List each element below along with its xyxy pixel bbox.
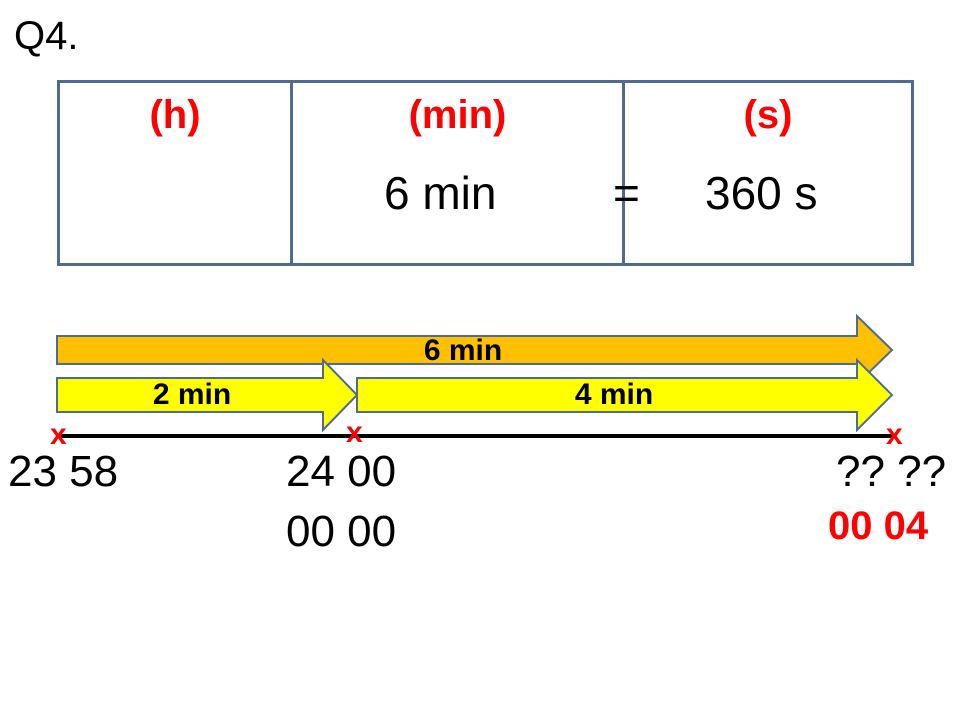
marker-end: x (886, 418, 903, 451)
time-start: 23 58 (8, 447, 119, 496)
marker-start: x (50, 418, 67, 451)
arrow-first-segment (56, 357, 359, 433)
time-end-unknown: ?? ?? (836, 447, 947, 496)
unit-conversion-table: (h) (min) (s) 6 min = 360 s (57, 80, 914, 266)
time-end-answer: 00 04 (828, 504, 929, 548)
header-minutes: (min) (408, 93, 507, 137)
question-label: Q4. (14, 14, 79, 58)
time-mid-line2: 00 00 (286, 507, 397, 556)
table-divider-2 (622, 83, 625, 263)
arrow-first-label: 2 min (152, 378, 232, 411)
marker-mid: x (346, 416, 363, 449)
arrow-second-label: 4 min (574, 378, 654, 411)
header-seconds: (s) (743, 93, 793, 137)
conversion-equals-sign: = (613, 167, 640, 219)
table-divider-1 (290, 83, 293, 263)
arrow-total-label: 6 min (423, 334, 503, 367)
conversion-seconds-value: 360 s (705, 167, 818, 219)
header-hours: (h) (149, 93, 201, 137)
arrow-total (56, 313, 894, 387)
conversion-minutes-value: 6 min (384, 167, 497, 219)
time-mid-line1: 24 00 (286, 447, 397, 496)
arrow-second-segment (356, 357, 894, 433)
